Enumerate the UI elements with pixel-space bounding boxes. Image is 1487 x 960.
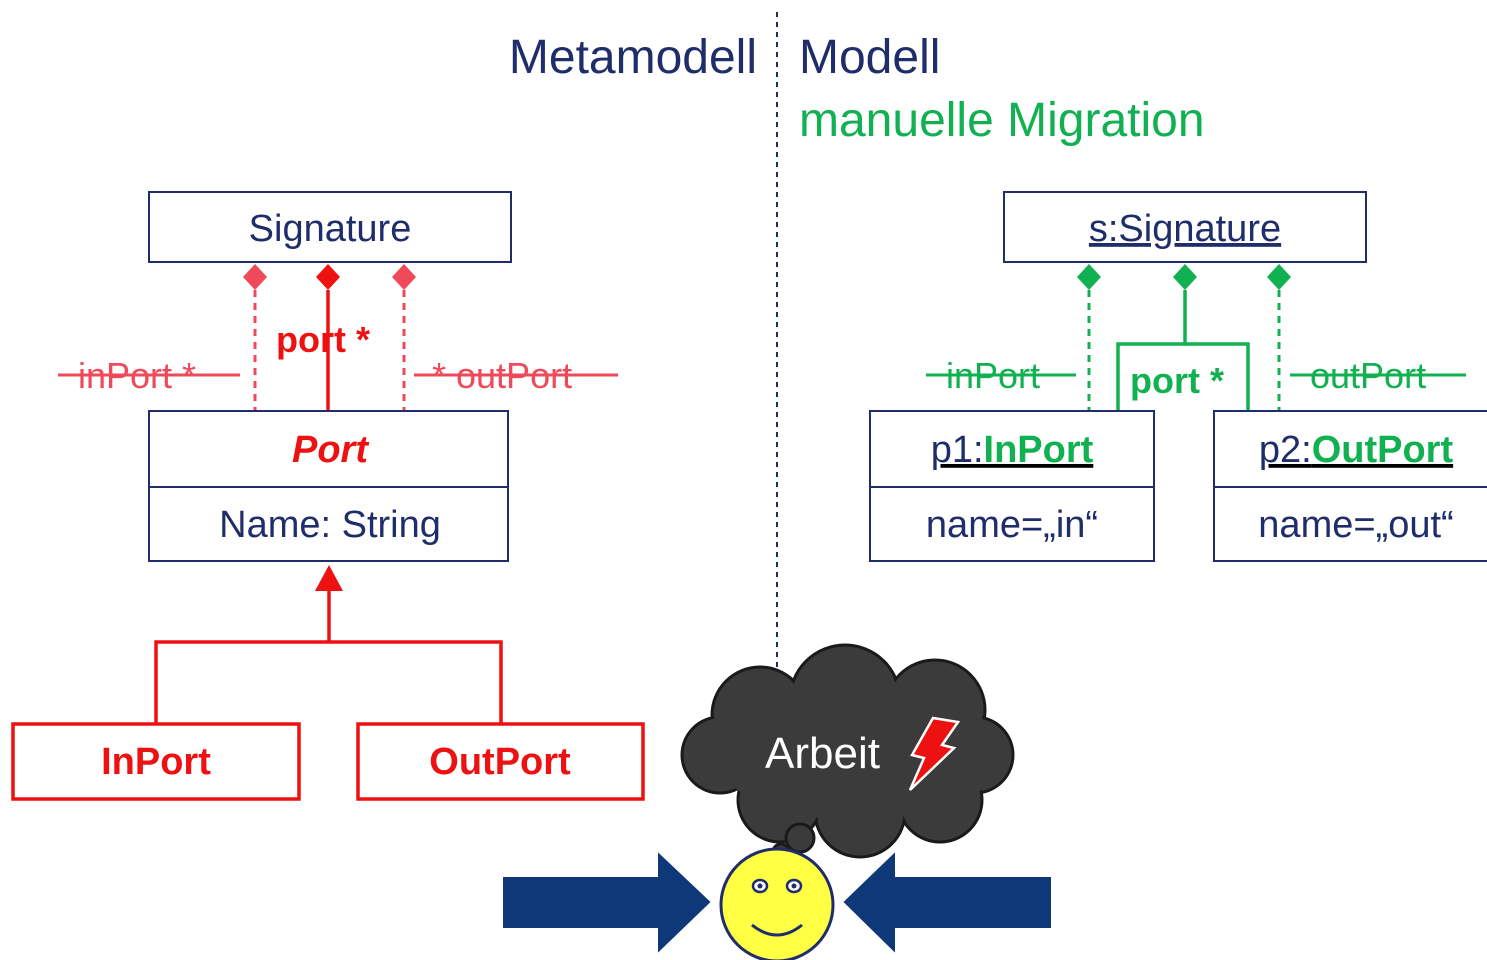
p2-object-attribute: name=„out“ <box>1258 504 1453 546</box>
p1-object-type: InPort <box>984 429 1094 471</box>
model-port-link <box>1116 290 1187 411</box>
outport-class-box <box>356 722 645 801</box>
p2-object-name: p2:OutPort <box>1259 429 1454 471</box>
arrow-left-icon <box>840 847 1053 958</box>
p1-object-attribute: name=„in“ <box>926 504 1098 546</box>
p1-object-name: p1:InPort <box>931 429 1094 471</box>
model-outport-diamond <box>1267 264 1291 290</box>
model-port-diamond <box>1173 264 1197 290</box>
outport-class-name: OutPort <box>429 741 571 783</box>
arrow-right-icon <box>501 847 714 958</box>
model-diagram: s:Signature inPort port * outPort p1:InP… <box>869 191 1487 562</box>
outport-composition-diamond <box>392 264 416 290</box>
p2-object-prefix: p2: <box>1259 429 1312 471</box>
inport-class-name: InPort <box>101 741 211 783</box>
signature-class-box <box>148 191 512 263</box>
model-inport-diamond <box>1077 264 1101 290</box>
smiley-face-icon <box>719 847 835 960</box>
generalization-arrowhead <box>315 565 343 591</box>
link-label-port: port * <box>1130 360 1224 401</box>
p1-object-prefix: p1: <box>931 429 984 471</box>
thought-cloud: Arbeit <box>680 643 1015 862</box>
signature-object-box <box>1003 191 1367 263</box>
inport-class-box <box>11 722 301 801</box>
assoc-port-label-bg <box>272 316 390 364</box>
signature-class-label: Signature <box>249 208 412 250</box>
thought-bubble-large <box>784 822 816 854</box>
p2-object-type: OutPort <box>1312 429 1454 471</box>
lightning-icon <box>908 716 961 791</box>
heading-manuelle-migration: manuelle Migration <box>799 94 1205 147</box>
metamodel-diagram: Signature inPort * port * * outPort Port… <box>11 191 645 801</box>
assoc-label-port: port * <box>276 319 370 360</box>
signature-object-label: s:Signature <box>1089 208 1281 250</box>
heading-metamodell: Metamodell <box>509 31 757 84</box>
generalization-branches <box>154 640 503 724</box>
model-port-link-right <box>1185 342 1250 411</box>
port-class-name: Port <box>292 429 369 471</box>
inport-composition-diamond <box>243 264 267 290</box>
thought-text: Arbeit <box>765 729 880 778</box>
heading-modell: Modell <box>799 31 940 84</box>
port-class-attribute: Name: String <box>219 504 441 546</box>
port-composition-diamond <box>316 264 340 290</box>
